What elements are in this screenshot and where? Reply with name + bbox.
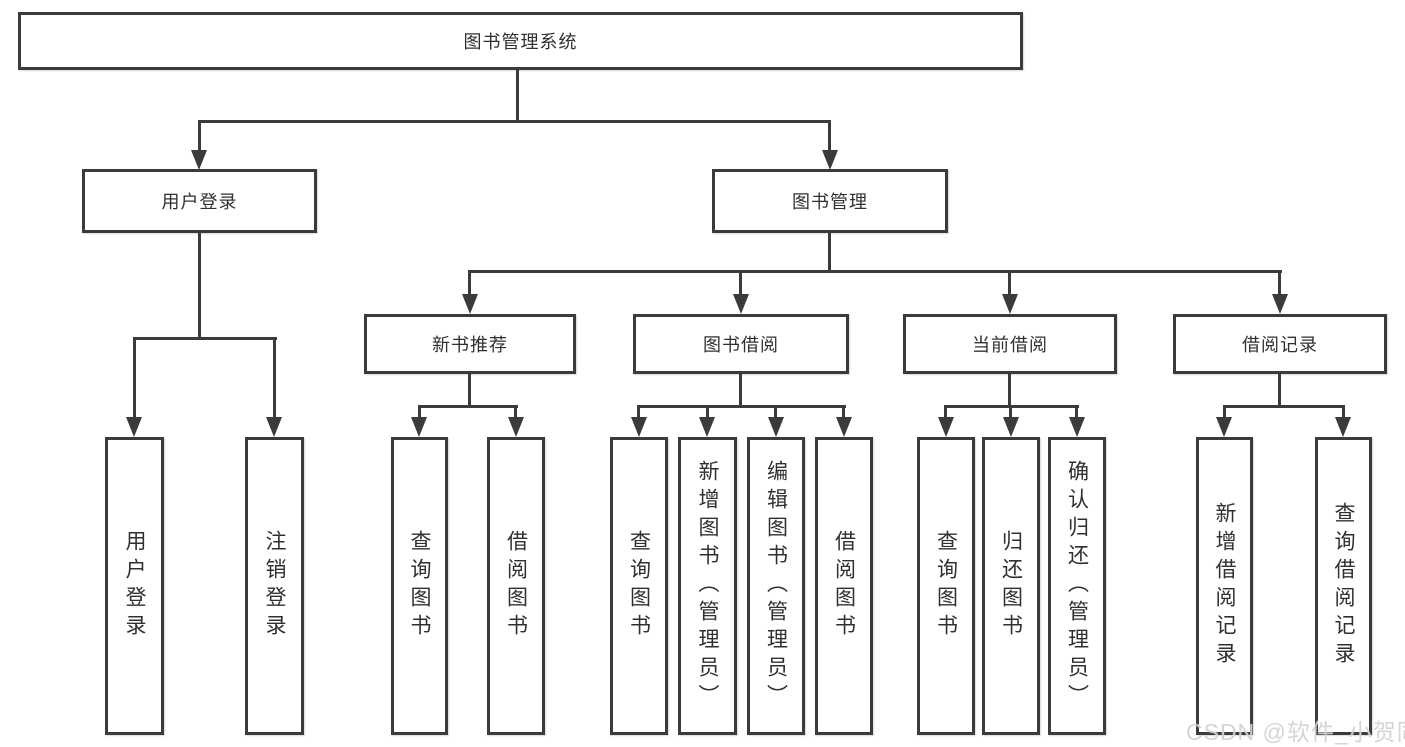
line-v [273,337,276,419]
node-label: 借阅记录 [1242,335,1318,355]
node-leaf-add-borrow-record: 新增借阅记录 [1196,437,1253,735]
line-v [842,405,845,419]
node-leaf-borrow-books-1: 借阅图书 [487,437,545,735]
arrow-down-icon [1335,417,1351,437]
arrow-down-icon [836,417,852,437]
node-label: 新增图书（管理员） [696,460,719,712]
line-v [1223,405,1226,419]
node-leaf-borrow-books-2: 借阅图书 [815,437,873,735]
arrow-down-icon [266,417,282,437]
line-v [1009,405,1012,419]
line-v [198,120,201,152]
node-book-borrowing: 图书借阅 [633,314,849,374]
node-user-login: 用户登录 [82,169,317,233]
node-current-borrowing: 当前借阅 [903,314,1117,374]
node-leaf-query-books-2: 查询图书 [610,437,668,735]
node-label: 查询图书 [934,530,958,642]
line-v [706,405,709,419]
line-v [1278,270,1281,296]
line-v [828,233,831,270]
node-label: 新增借阅记录 [1213,502,1236,670]
arrow-down-icon [191,150,207,170]
line-h [637,405,846,408]
line-v [133,337,136,419]
line-h [1223,405,1345,408]
line-h [133,337,277,340]
arrow-down-icon [411,417,427,437]
node-label: 当前借阅 [972,335,1048,355]
node-label: 归还图书 [999,530,1023,642]
arrow-down-icon [1272,294,1288,314]
node-leaf-edit-book-admin: 编辑图书（管理员） [747,437,805,735]
node-leaf-user-login: 用户登录 [105,437,164,735]
line-v [944,405,947,419]
line-v [468,270,471,296]
node-label: 编辑图书（管理员） [764,460,788,712]
arrow-down-icon [733,294,749,314]
arrow-down-icon [699,417,715,437]
node-label: 图书借阅 [703,335,779,355]
node-book-management: 图书管理 [712,169,948,233]
line-h [418,405,518,408]
arrow-down-icon [938,417,954,437]
node-borrowing-records: 借阅记录 [1173,314,1387,374]
line-v [828,120,831,152]
arrow-down-icon [508,417,524,437]
line-v [516,70,519,120]
node-leaf-query-borrow-record: 查询借阅记录 [1315,437,1372,735]
line-v [1075,405,1078,419]
node-root-library-system: 图书管理系统 [18,12,1023,70]
arrow-down-icon [1216,417,1232,437]
line-v [1278,374,1281,405]
arrow-down-icon [126,417,142,437]
arrow-down-icon [768,417,784,437]
arrow-down-icon [1002,294,1018,314]
node-leaf-query-books-1: 查询图书 [391,437,448,735]
line-v [739,374,742,405]
node-new-book-recommend: 新书推荐 [364,314,576,374]
node-label: 确认归还（管理员） [1065,460,1089,712]
node-leaf-query-books-3: 查询图书 [917,437,975,735]
line-v [1342,405,1345,419]
line-v [198,233,201,337]
line-v [739,270,742,296]
line-v [468,374,471,405]
node-label: 新书推荐 [432,335,508,355]
line-v [418,405,421,419]
line-v [637,405,640,419]
node-label: 查询图书 [627,530,651,642]
line-v [1008,374,1011,405]
arrow-down-icon [822,150,838,170]
line-h [468,270,1282,273]
node-label: 查询借阅记录 [1332,502,1355,670]
line-v [1008,270,1011,296]
arrow-down-icon [1003,417,1019,437]
node-label: 用户登录 [123,530,146,642]
line-v [514,405,517,419]
node-label: 借阅图书 [504,530,528,642]
node-label: 借阅图书 [832,530,856,642]
node-leaf-return-book: 归还图书 [982,437,1040,735]
node-label: 查询图书 [408,530,431,642]
arrow-down-icon [631,417,647,437]
node-label: 图书管理系统 [463,32,578,52]
node-leaf-add-book-admin: 新增图书（管理员） [678,437,737,735]
node-leaf-logout: 注销登录 [245,437,304,735]
node-leaf-confirm-return-admin: 确认归还（管理员） [1048,437,1106,735]
node-label: 注销登录 [263,530,286,642]
node-label: 用户登录 [161,192,238,212]
arrow-down-icon [462,294,478,314]
arrow-down-icon [1069,417,1085,437]
csdn-watermark: CSDN @软件_小贺同学 [1186,719,1405,745]
line-h [198,120,831,123]
line-v [774,405,777,419]
node-label: 图书管理 [792,192,868,212]
